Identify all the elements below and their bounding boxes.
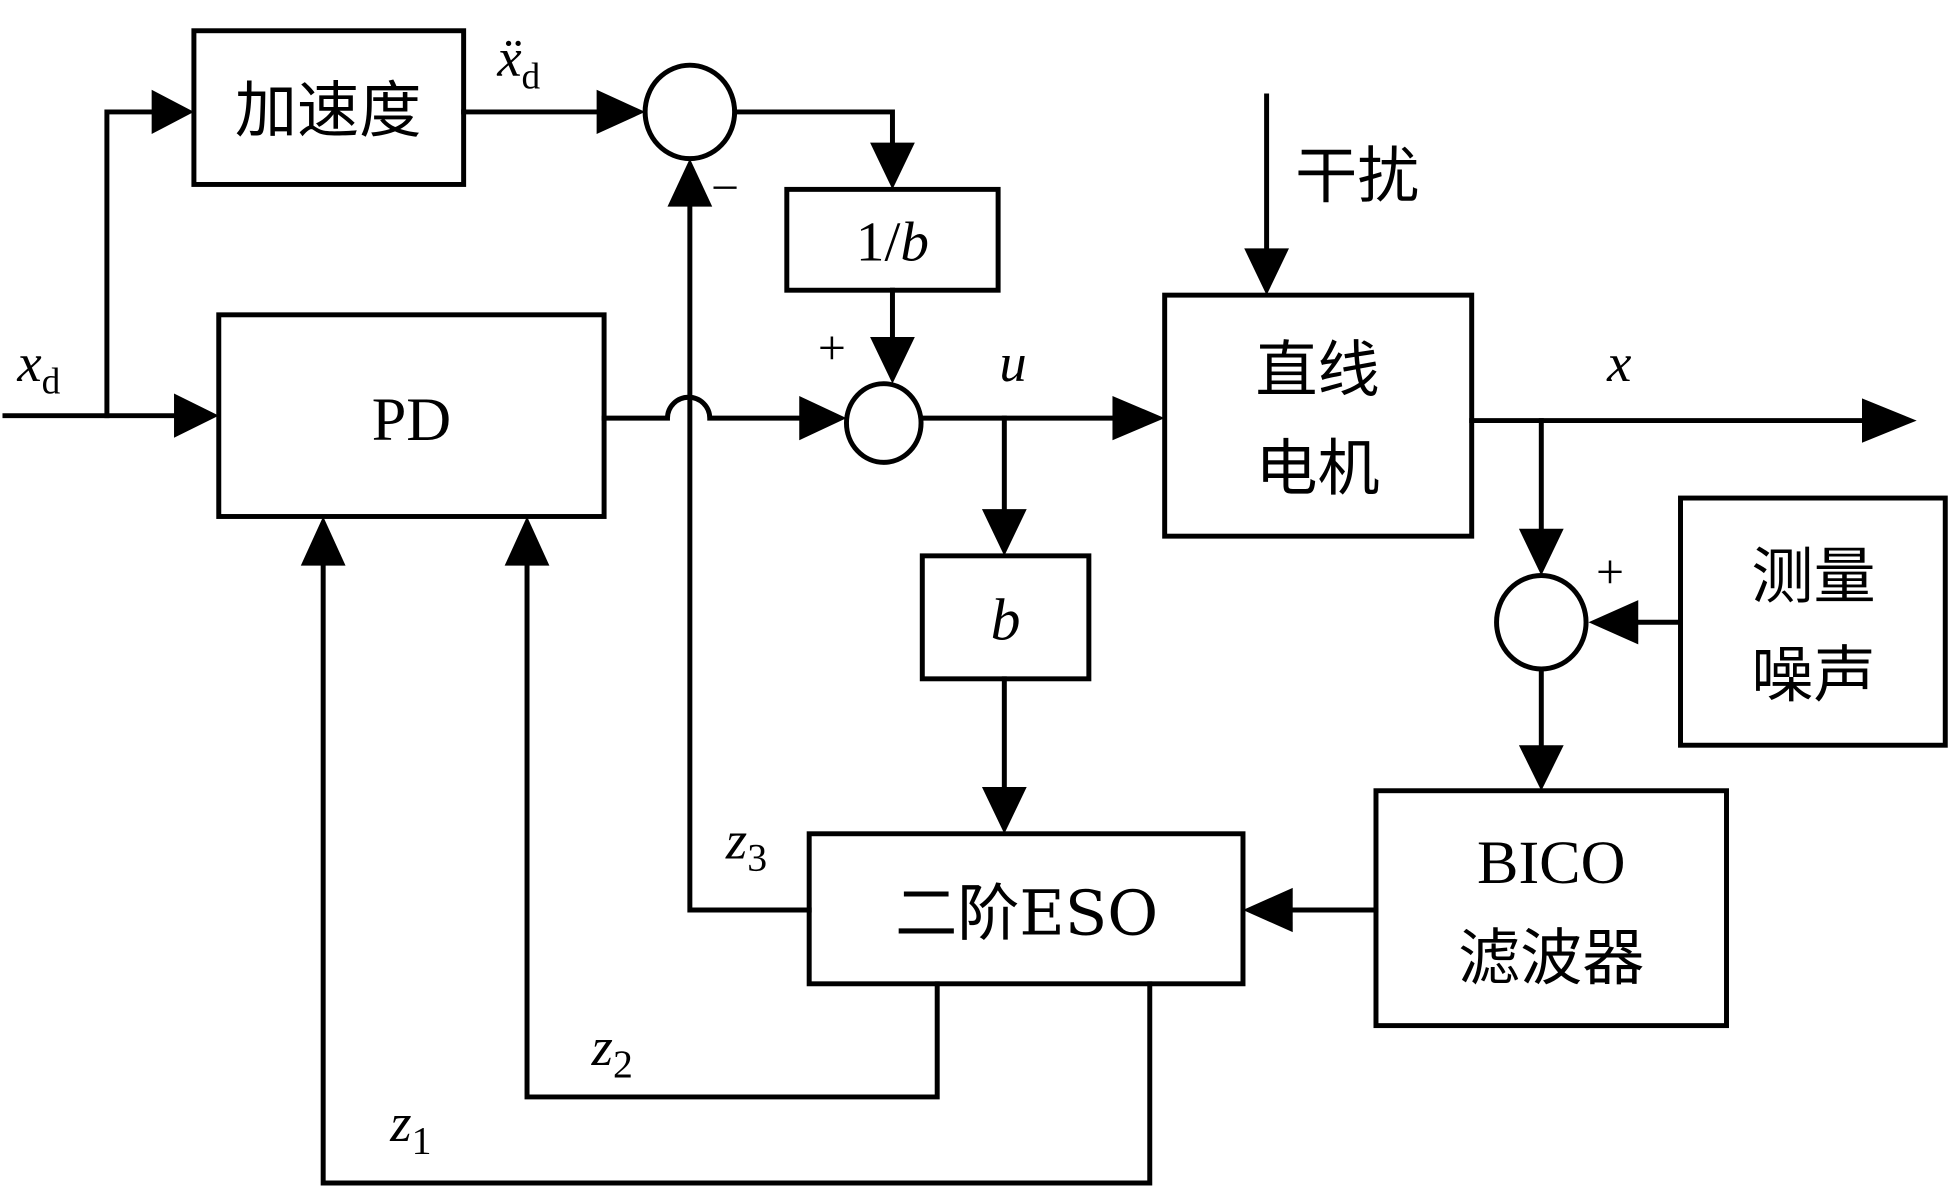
wire-z1-feedback: [320, 560, 1153, 1186]
label-z2-sub: 2: [613, 1042, 633, 1086]
bico-label-line1: BICO: [1477, 829, 1625, 897]
summing-junction-noise[interactable]: [1494, 573, 1589, 672]
pd-block[interactable]: PD: [216, 312, 607, 519]
label-z3-base: z: [725, 811, 747, 871]
arrow-to-mid-sum-top: [870, 336, 915, 384]
sign-minus-top-sum: −: [711, 160, 739, 215]
arrow-to-pd: [174, 393, 219, 438]
noise-label-line1: 测量: [1751, 541, 1875, 613]
bico-label-line2: 滤波器: [1458, 922, 1644, 994]
acceleration-block[interactable]: 加速度: [191, 28, 467, 187]
inverse-b-block[interactable]: 1/b: [784, 186, 1001, 293]
arrow-to-mid-sum-left: [799, 395, 847, 441]
inverse-b-numerator: 1/: [856, 211, 901, 274]
arrow-to-eso: [981, 787, 1027, 834]
eso-block[interactable]: 二阶ESO: [806, 831, 1246, 987]
motor-label-line1: 直线: [1255, 334, 1379, 406]
eso-label: 二阶ESO: [895, 878, 1158, 950]
arrow-z1-to-pd: [300, 516, 346, 566]
inverse-b-variable: b: [900, 211, 929, 274]
arrowheads: [151, 89, 1917, 933]
arrow-to-noise-sum-top: [1518, 528, 1564, 576]
arrow-to-noise-sum-right: [1588, 600, 1639, 645]
arrow-disturbance: [1244, 248, 1289, 296]
noise-label-line2: 噪声: [1751, 639, 1875, 711]
wire-pd-to-sum: [601, 394, 802, 421]
label-xd: xd: [16, 333, 60, 402]
wires: [2, 93, 1867, 1186]
arrow-z2-to-pd: [504, 516, 550, 566]
summing-junction-top[interactable]: [642, 62, 738, 162]
sign-plus-mid-sum: +: [818, 320, 846, 375]
inverse-b-label: 1/b: [856, 211, 929, 274]
arrow-to-bico: [1518, 745, 1564, 791]
label-z1-base: z: [389, 1093, 411, 1153]
arrow-to-b: [981, 509, 1027, 556]
label-z3: z3: [725, 811, 767, 880]
arrow-to-acceleration: [151, 89, 194, 135]
wire-sum-to-inv-b: [734, 109, 895, 148]
label-xdd-sub: d: [521, 57, 540, 98]
label-z2: z2: [591, 1017, 633, 1086]
bico-filter-block[interactable]: BICO 滤波器: [1373, 788, 1729, 1029]
wire-z3-feedback: [687, 201, 812, 913]
b-block[interactable]: b: [919, 553, 1092, 682]
wire-xd-to-acceleration: [104, 109, 155, 419]
label-x: x: [1606, 333, 1631, 393]
arrow-to-eso-right: [1242, 887, 1293, 933]
sign-plus-noise-sum: +: [1596, 544, 1624, 599]
arrow-to-top-sum: [596, 89, 646, 135]
label-z1-sub: 1: [412, 1119, 432, 1163]
summing-junction-control[interactable]: [843, 381, 924, 465]
arrow-to-inv-b: [870, 142, 915, 190]
label-z2-base: z: [591, 1017, 613, 1077]
measurement-noise-block[interactable]: 测量 噪声: [1678, 495, 1948, 748]
label-xdd-base: ẍ: [496, 29, 521, 89]
linear-motor-block[interactable]: 直线 电机: [1162, 292, 1475, 539]
arrow-x-output: [1861, 398, 1917, 443]
motor-label-line2: 电机: [1255, 433, 1379, 505]
label-xd-sub: d: [42, 362, 61, 403]
label-z1: z1: [389, 1093, 431, 1162]
label-xd-base: x: [16, 333, 41, 393]
arrow-z3-to-top-sum: [667, 158, 713, 207]
acceleration-label: 加速度: [235, 75, 421, 147]
b-label: b: [991, 587, 1021, 653]
pd-label: PD: [372, 387, 451, 455]
label-u: u: [999, 333, 1026, 393]
label-disturbance: 干扰: [1295, 140, 1419, 212]
label-xdd: ẍd: [496, 29, 540, 98]
wire-z2-feedback: [524, 560, 940, 1100]
label-z3-sub: 3: [747, 836, 767, 880]
arrow-to-motor: [1112, 395, 1165, 441]
